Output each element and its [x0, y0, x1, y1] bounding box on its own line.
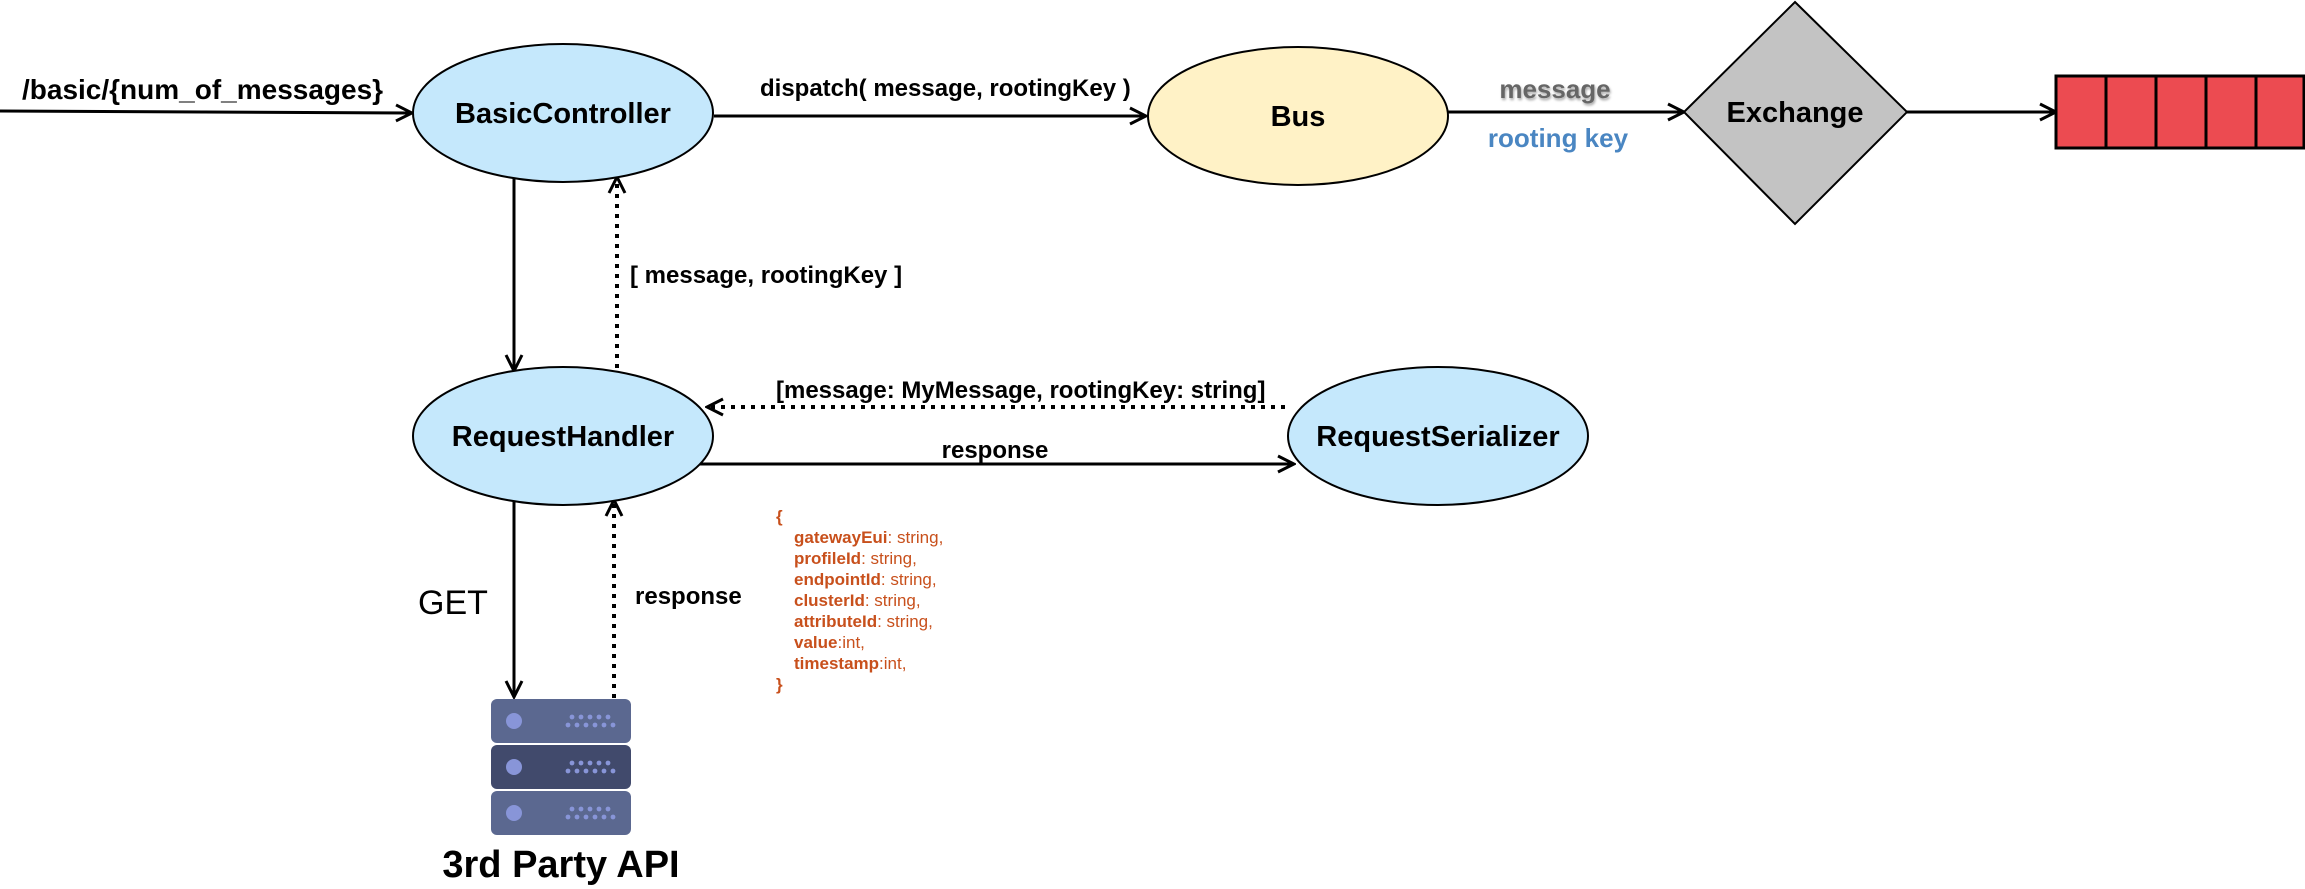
third-party-api-label: 3rd Party API: [442, 844, 679, 886]
exchange-label: Exchange: [1727, 97, 1864, 129]
entry-arrow: [0, 111, 412, 113]
server-unit-3: [491, 791, 631, 835]
basic-controller-shape: [412, 43, 714, 183]
exchange-diamond-shape: [1682, 0, 1909, 226]
schema-field-key: attributeId: [794, 612, 877, 631]
bus-message-label: message: [1499, 74, 1610, 104]
queue: [2054, 74, 2305, 150]
exchange-node: Exchange: [1682, 0, 1909, 226]
request-handler-node: RequestHandler: [412, 366, 714, 506]
schema-field: clusterId: string,: [794, 591, 921, 610]
handler-to-serializer-label: response: [942, 437, 1049, 464]
schema-field: value:int,: [794, 633, 865, 652]
schema-field-key: endpointId: [794, 570, 881, 589]
bus-node: Bus: [1147, 46, 1449, 186]
queue-slot-2: [2104, 74, 2158, 150]
schema-field-key: value: [794, 633, 837, 652]
schema-field-type: : string,: [881, 570, 937, 589]
request-handler-shape: [412, 366, 714, 506]
schema-field-key: profileId: [794, 549, 861, 568]
request-serializer-shape: [1287, 366, 1589, 506]
server-unit-1: [491, 699, 631, 743]
serializer-return-label: [message: MyMessage, rootingKey: string]: [776, 377, 1265, 404]
handler-return-label: [ message, rootingKey ]: [630, 262, 902, 289]
schema-field-key: gatewayEui: [794, 528, 888, 547]
bus-label: Bus: [1271, 101, 1326, 133]
basic-controller-label: BasicController: [455, 98, 671, 130]
schema-field-type: : string,: [877, 612, 933, 631]
schema-open-brace: {: [776, 507, 783, 526]
server-stack-icon: [491, 699, 631, 835]
schema-field: gatewayEui: string,: [794, 528, 943, 547]
schema-field-key: clusterId: [794, 591, 865, 610]
schema-field-type: :int,: [879, 654, 906, 673]
bus-shape: [1147, 46, 1449, 186]
request-serializer-label: RequestSerializer: [1316, 421, 1559, 453]
queue-slot-4: [2204, 74, 2258, 150]
schema-field-type: : string,: [865, 591, 921, 610]
entry-route-label: /basic/{num_of_messages}: [22, 74, 383, 105]
basic-controller-node: BasicController: [412, 43, 714, 183]
schema-field: timestamp:int,: [794, 654, 906, 673]
request-serializer-node: RequestSerializer: [1287, 366, 1589, 506]
schema-field-type: : string,: [861, 549, 917, 568]
schema-field-key: timestamp: [794, 654, 879, 673]
schema-field: profileId: string,: [794, 549, 917, 568]
server-unit-2: [491, 745, 631, 789]
queue-slot-3: [2154, 74, 2208, 150]
schema-close-brace: }: [776, 675, 783, 694]
schema-field: endpointId: string,: [794, 570, 937, 589]
dispatch-label: dispatch( message, rootingKey ): [760, 75, 1131, 102]
get-request-label: GET: [418, 584, 488, 622]
api-response-label: response: [635, 583, 742, 610]
schema-field-type: : string,: [888, 528, 944, 547]
schema-field: attributeId: string,: [794, 612, 933, 631]
queue-slot-5: [2254, 74, 2305, 150]
response-schema: {gatewayEui: string,profileId: string,en…: [776, 507, 943, 694]
queue-slot-1: [2054, 74, 2108, 150]
schema-field-type: :int,: [837, 633, 864, 652]
request-handler-label: RequestHandler: [452, 421, 674, 453]
bus-routing-key-label: rooting key: [1488, 123, 1629, 153]
